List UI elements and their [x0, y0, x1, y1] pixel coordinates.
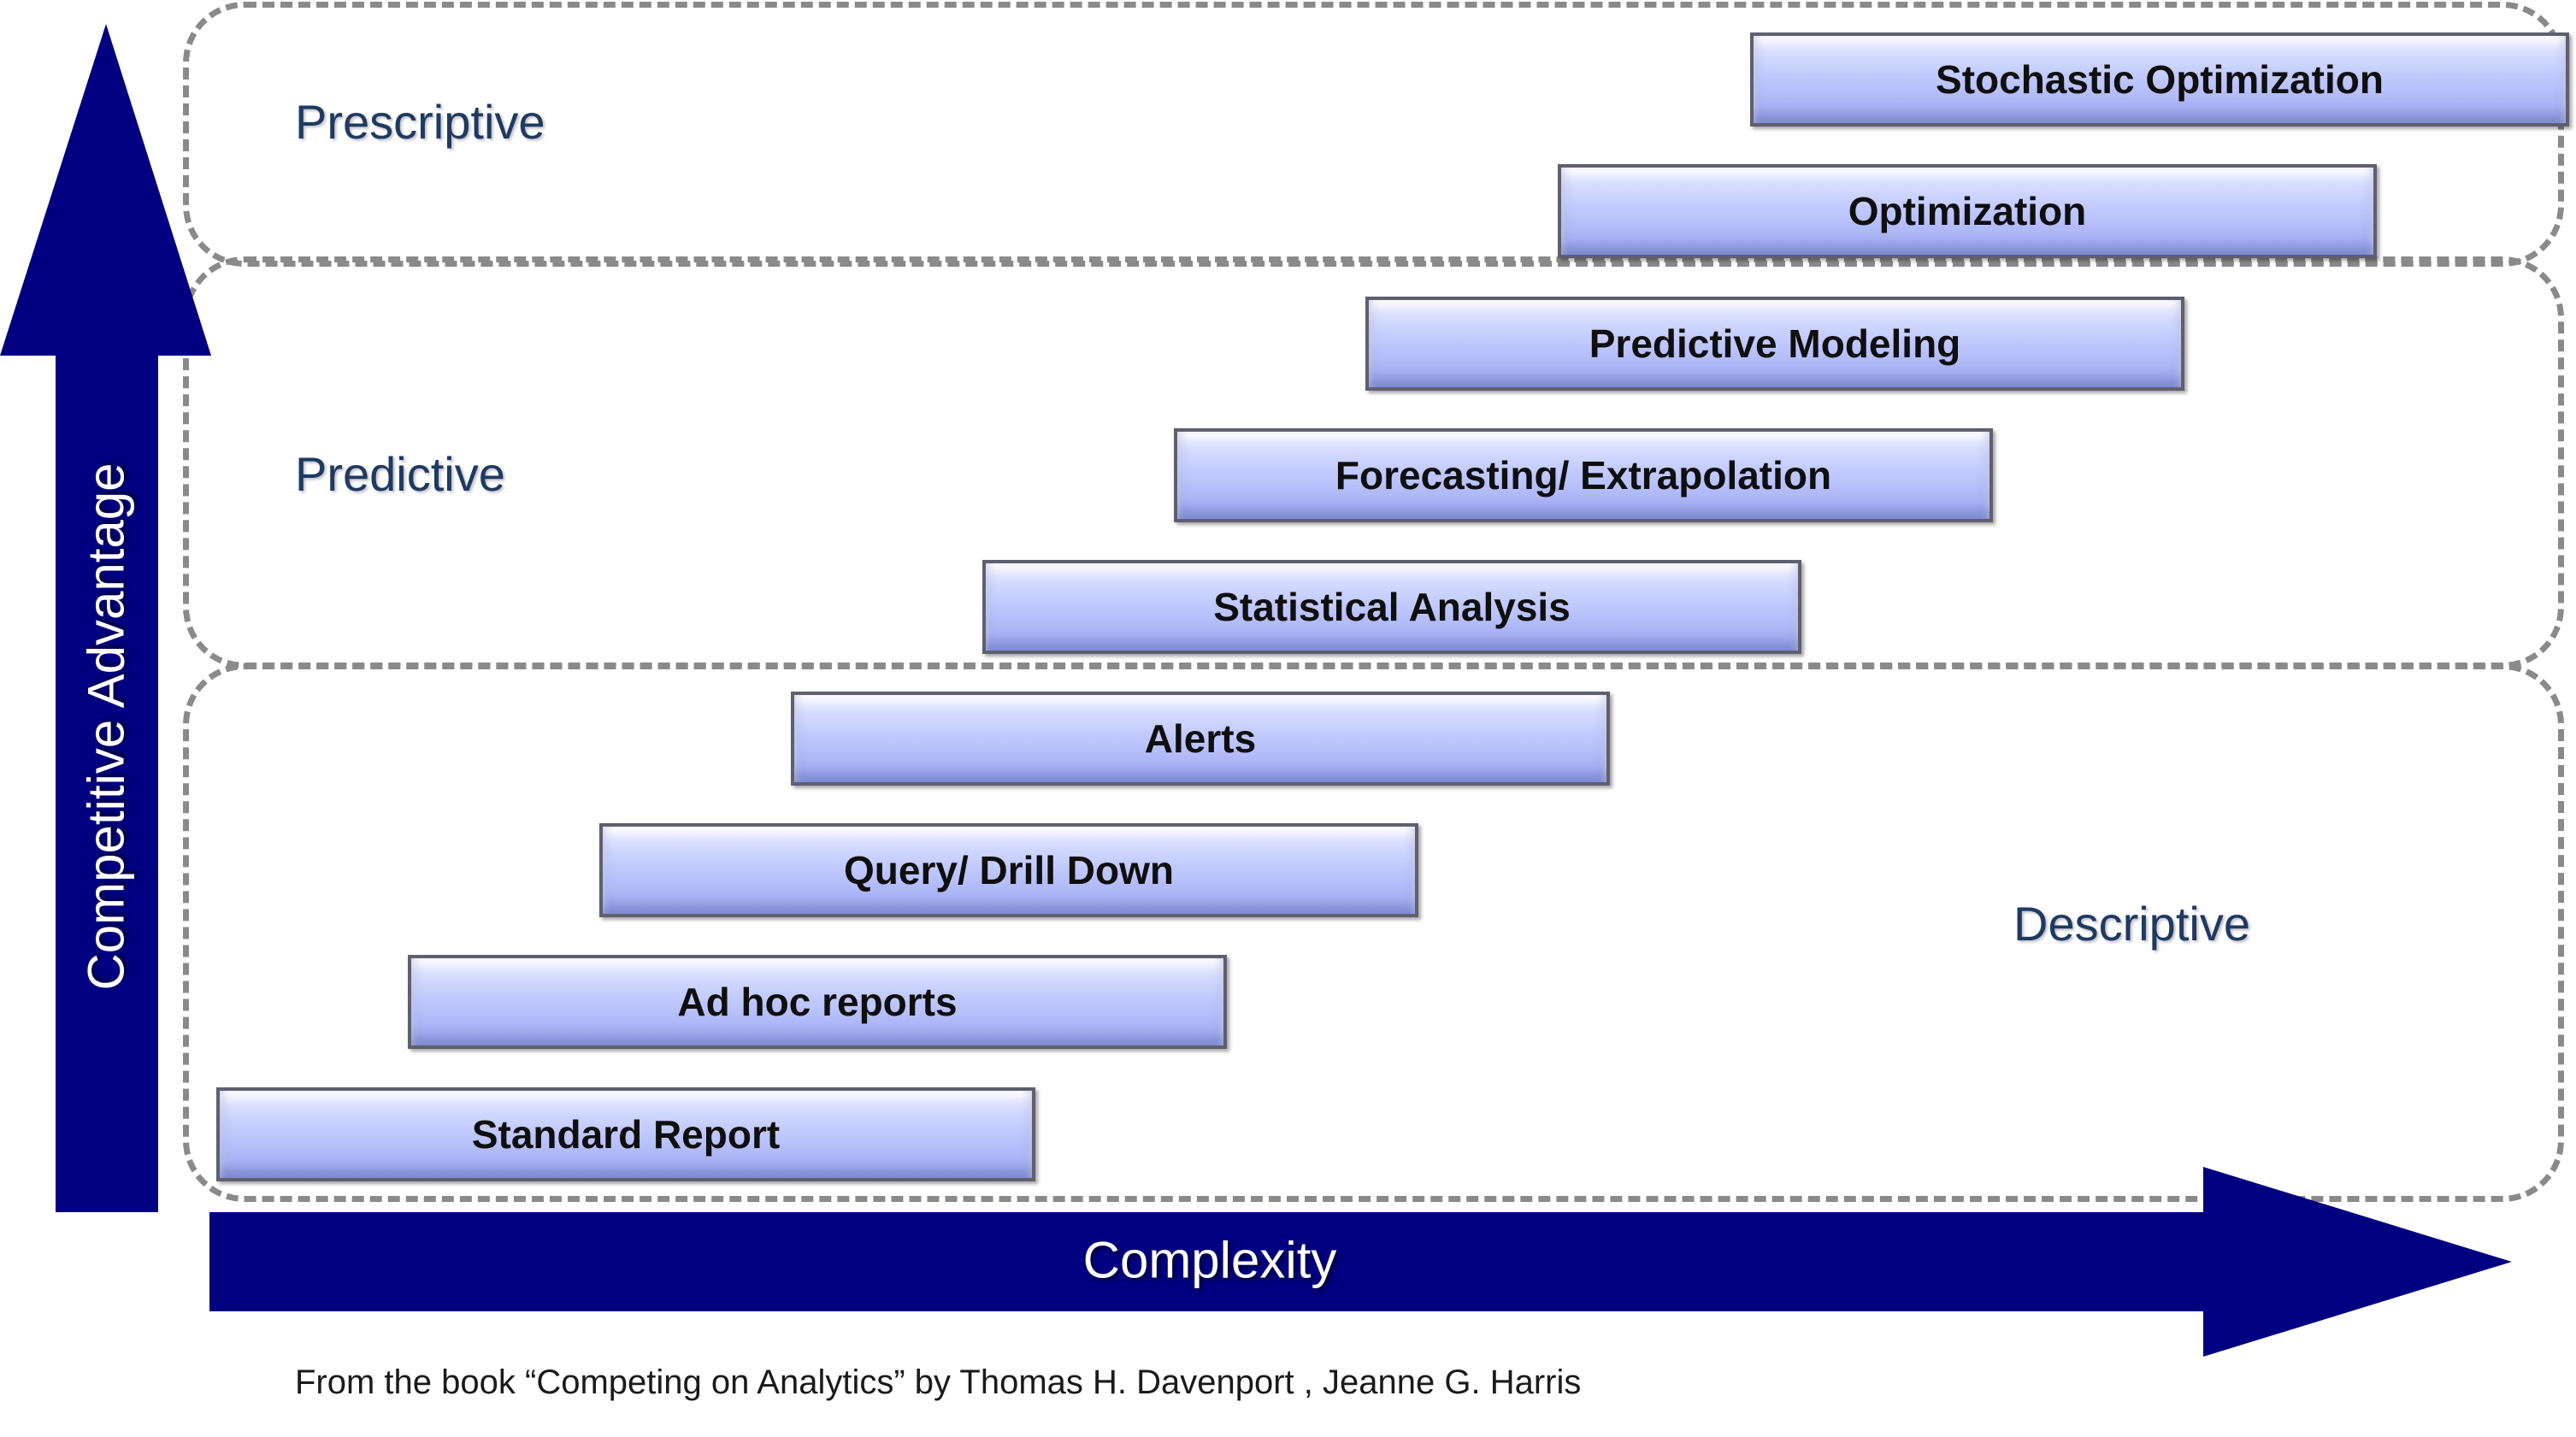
zone-label-predictive: Predictive	[295, 447, 505, 501]
step-label: Query/ Drill Down	[844, 848, 1174, 892]
x-axis-label: Complexity	[1082, 1231, 1337, 1289]
step-label: Standard Report	[471, 1112, 781, 1157]
step-bar-ad-hoc-reports: Ad hoc reports	[408, 955, 1227, 1049]
step-label: Stochastic Optimization	[1936, 57, 2384, 102]
step-bar-statistical-analysis: Statistical Analysis	[982, 560, 1801, 654]
zone-label-prescriptive: Prescriptive	[295, 95, 545, 149]
step-label: Ad hoc reports	[677, 980, 958, 1024]
step-label: Alerts	[1144, 716, 1257, 761]
step-bar-forecasting-extrapolation: Forecasting/ Extrapolation	[1174, 428, 1993, 522]
competitive-advantage-arrow	[0, 24, 211, 1212]
step-label: Statistical Analysis	[1213, 585, 1571, 629]
step-bar-predictive-modeling: Predictive Modeling	[1365, 297, 2184, 391]
step-bar-alerts: Alerts	[791, 692, 1610, 786]
source-caption: From the book “Competing on Analytics” b…	[295, 1363, 1582, 1401]
zone-label-descriptive: Descriptive	[2013, 897, 2250, 951]
descriptive-zone	[183, 663, 2564, 1202]
step-label: Forecasting/ Extrapolation	[1335, 453, 1832, 498]
step-label: Predictive Modeling	[1589, 321, 1961, 366]
step-bar-optimization: Optimization	[1558, 164, 2377, 258]
prescriptive-zone	[183, 2, 2564, 267]
step-bar-stochastic-optimization: Stochastic Optimization	[1750, 32, 2569, 127]
step-bar-standard-report: Standard Report	[216, 1087, 1035, 1181]
complexity-arrow	[209, 1167, 2512, 1357]
y-axis-label: Competitive Advantage	[77, 462, 135, 991]
step-label: Optimization	[1848, 189, 2087, 233]
step-bar-query-drill-down: Query/ Drill Down	[599, 823, 1418, 917]
